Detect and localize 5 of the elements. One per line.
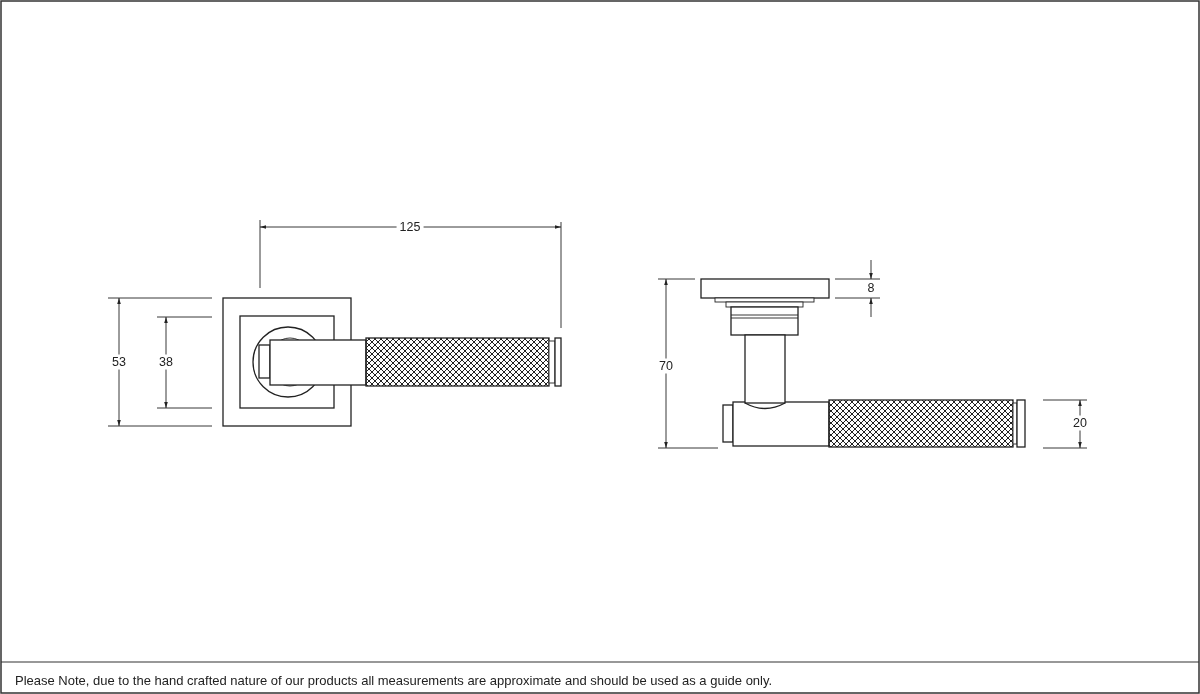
- dimension-label: 70: [656, 358, 676, 374]
- dimension-label: 38: [156, 354, 176, 370]
- footnote: Please Note, due to the hand crafted nature of our products all measurements are approximate and should be used as a guide only.: [15, 673, 773, 689]
- dimension-label: 53: [109, 354, 129, 370]
- dimension-label: 20: [1070, 415, 1090, 431]
